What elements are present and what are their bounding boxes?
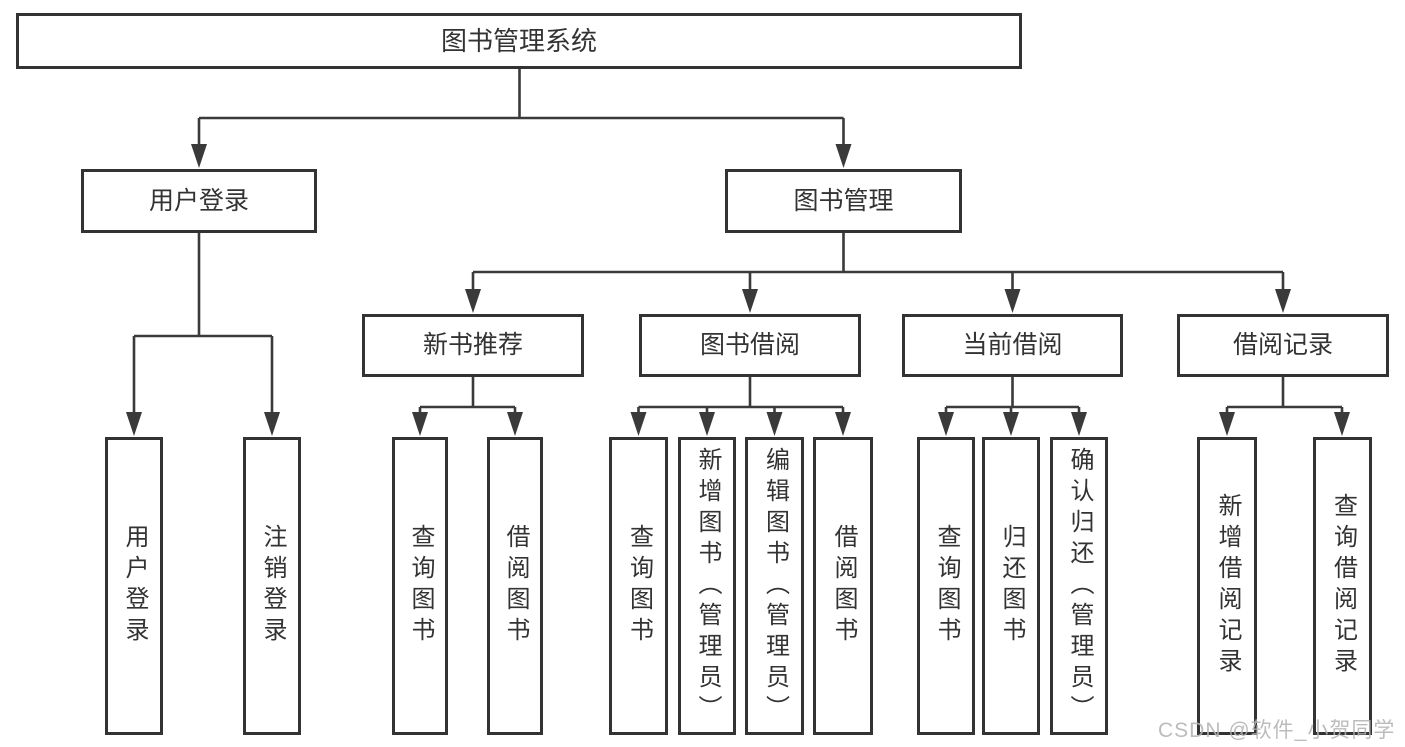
node-user-login: 用户登录 (81, 169, 317, 233)
arrow-down-icon (191, 144, 207, 168)
arrow-down-icon (835, 144, 852, 168)
leaf-add-books-admin: 新增图书（管理员） (678, 437, 736, 735)
arrow-down-icon (699, 412, 715, 436)
connector-new-book-children (412, 377, 523, 436)
arrow-down-icon (412, 412, 428, 436)
connector-current-borrow-children (938, 377, 1087, 436)
arrow-down-icon (742, 289, 758, 313)
arrow-down-icon (507, 412, 523, 436)
leaf-confirm-return-admin: 确认归还（管理员） (1050, 437, 1108, 735)
node-book-borrow: 图书借阅 (639, 314, 861, 377)
connector-book-management-children (465, 233, 1291, 313)
arrow-down-icon (1219, 412, 1235, 436)
arrow-down-icon (938, 412, 954, 436)
leaf-user-login: 用户登录 (105, 437, 163, 735)
arrow-down-icon (1004, 289, 1021, 313)
leaf-query-books-borrow: 查询图书 (609, 437, 668, 735)
arrow-down-icon (1003, 412, 1019, 436)
node-root-system: 图书管理系统 (16, 13, 1022, 69)
leaf-borrow-books: 借阅图书 (813, 437, 873, 735)
node-book-management: 图书管理 (725, 169, 962, 233)
node-current-borrow: 当前借阅 (902, 314, 1123, 377)
arrow-down-icon (766, 412, 783, 436)
leaf-edit-books-admin: 编辑图书（管理员） (745, 437, 804, 735)
arrow-down-icon (126, 412, 142, 436)
leaf-return-books: 归还图书 (982, 437, 1040, 735)
connector-book-borrow-children (630, 377, 851, 436)
node-new-book-recommend: 新书推荐 (362, 314, 584, 377)
arrow-down-icon (1071, 412, 1087, 436)
node-borrow-records: 借阅记录 (1177, 314, 1389, 377)
arrow-down-icon (264, 412, 280, 436)
arrow-down-icon (465, 289, 481, 313)
leaf-borrow-books-recommend: 借阅图书 (487, 437, 543, 735)
arrow-down-icon (1275, 289, 1291, 313)
connector-user-login-children (126, 233, 280, 436)
leaf-query-books-recommend: 查询图书 (392, 437, 448, 735)
leaf-add-borrow-record: 新增借阅记录 (1197, 437, 1257, 735)
connector-root-to-level2 (191, 69, 852, 168)
leaf-query-borrow-record: 查询借阅记录 (1313, 437, 1372, 735)
leaf-query-books-current: 查询图书 (917, 437, 975, 735)
watermark-text: CSDN @软件_小贺同学 (1158, 719, 1396, 742)
arrow-down-icon (630, 412, 647, 436)
arrow-down-icon (1334, 412, 1350, 436)
arrow-down-icon (835, 412, 851, 436)
leaf-logout: 注销登录 (243, 437, 301, 735)
connector-borrow-records-children (1219, 377, 1350, 436)
